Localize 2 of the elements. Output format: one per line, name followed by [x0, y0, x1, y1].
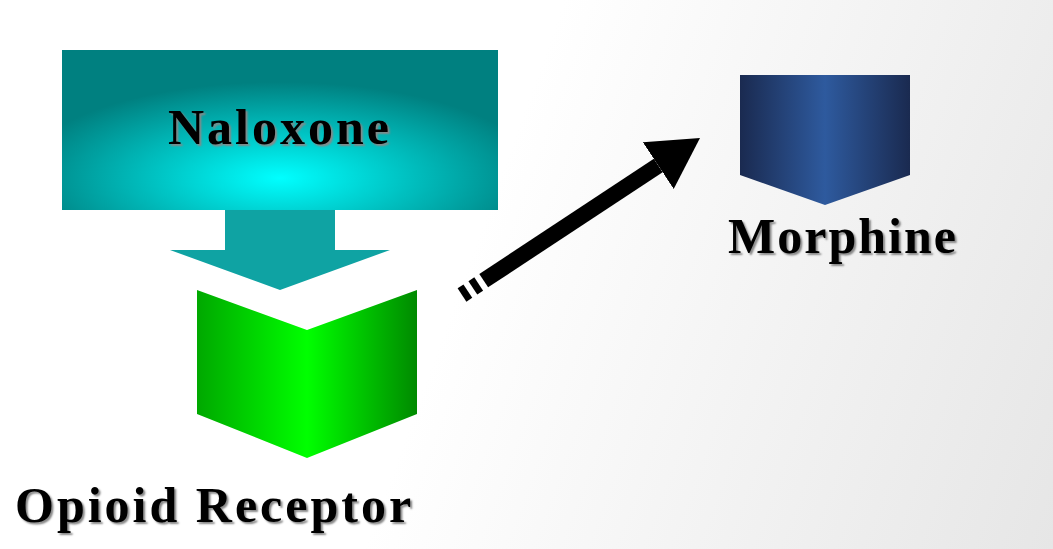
block-arrow [170, 210, 390, 290]
node-label: Naloxone [167, 102, 393, 152]
